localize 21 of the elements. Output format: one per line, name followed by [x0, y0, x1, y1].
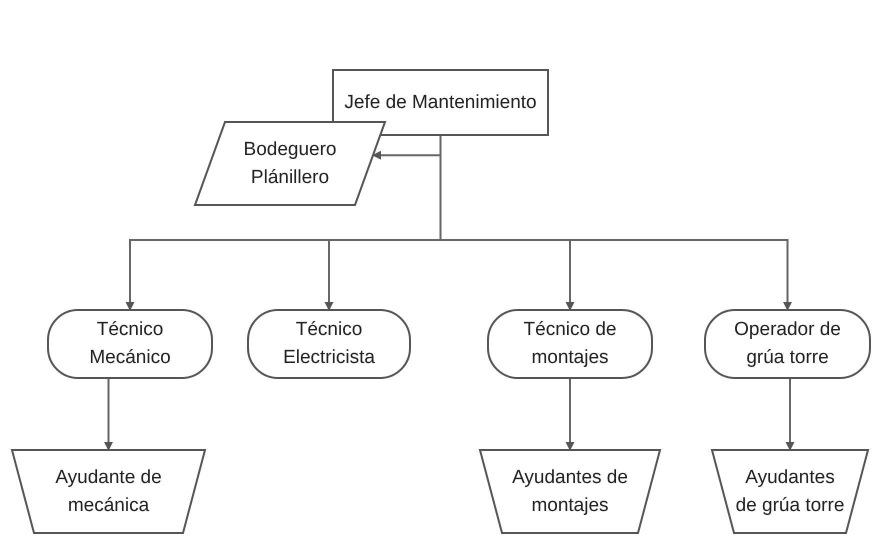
arrow [566, 378, 574, 451]
rounded-box [488, 310, 652, 378]
node-label: Operador de grúa torre [733, 318, 842, 370]
node-label: Jefe de Mantenimiento [344, 90, 537, 115]
rounded-box [705, 310, 870, 378]
node-label: Técnico Electricista [282, 318, 376, 370]
rounded-box [248, 310, 410, 378]
node-label: Técnico de montajes [522, 318, 618, 370]
trapezoid-box [12, 450, 205, 533]
node-label: Técnico Mecánico [88, 318, 172, 370]
process-box [333, 70, 548, 135]
parallelogram-box [195, 122, 385, 205]
node-label: Ayudante de mecánica [54, 466, 163, 518]
node-label: Ayudantes de montajes [511, 466, 629, 518]
trapezoid-box [712, 450, 868, 533]
arrow [104, 378, 113, 451]
arrow [786, 378, 794, 451]
rounded-box [48, 310, 212, 378]
node-label: Ayudantes de grúa torre [734, 466, 846, 518]
node-label: Bodeguero Plánillero [242, 138, 338, 190]
trapezoid-box [480, 450, 660, 533]
